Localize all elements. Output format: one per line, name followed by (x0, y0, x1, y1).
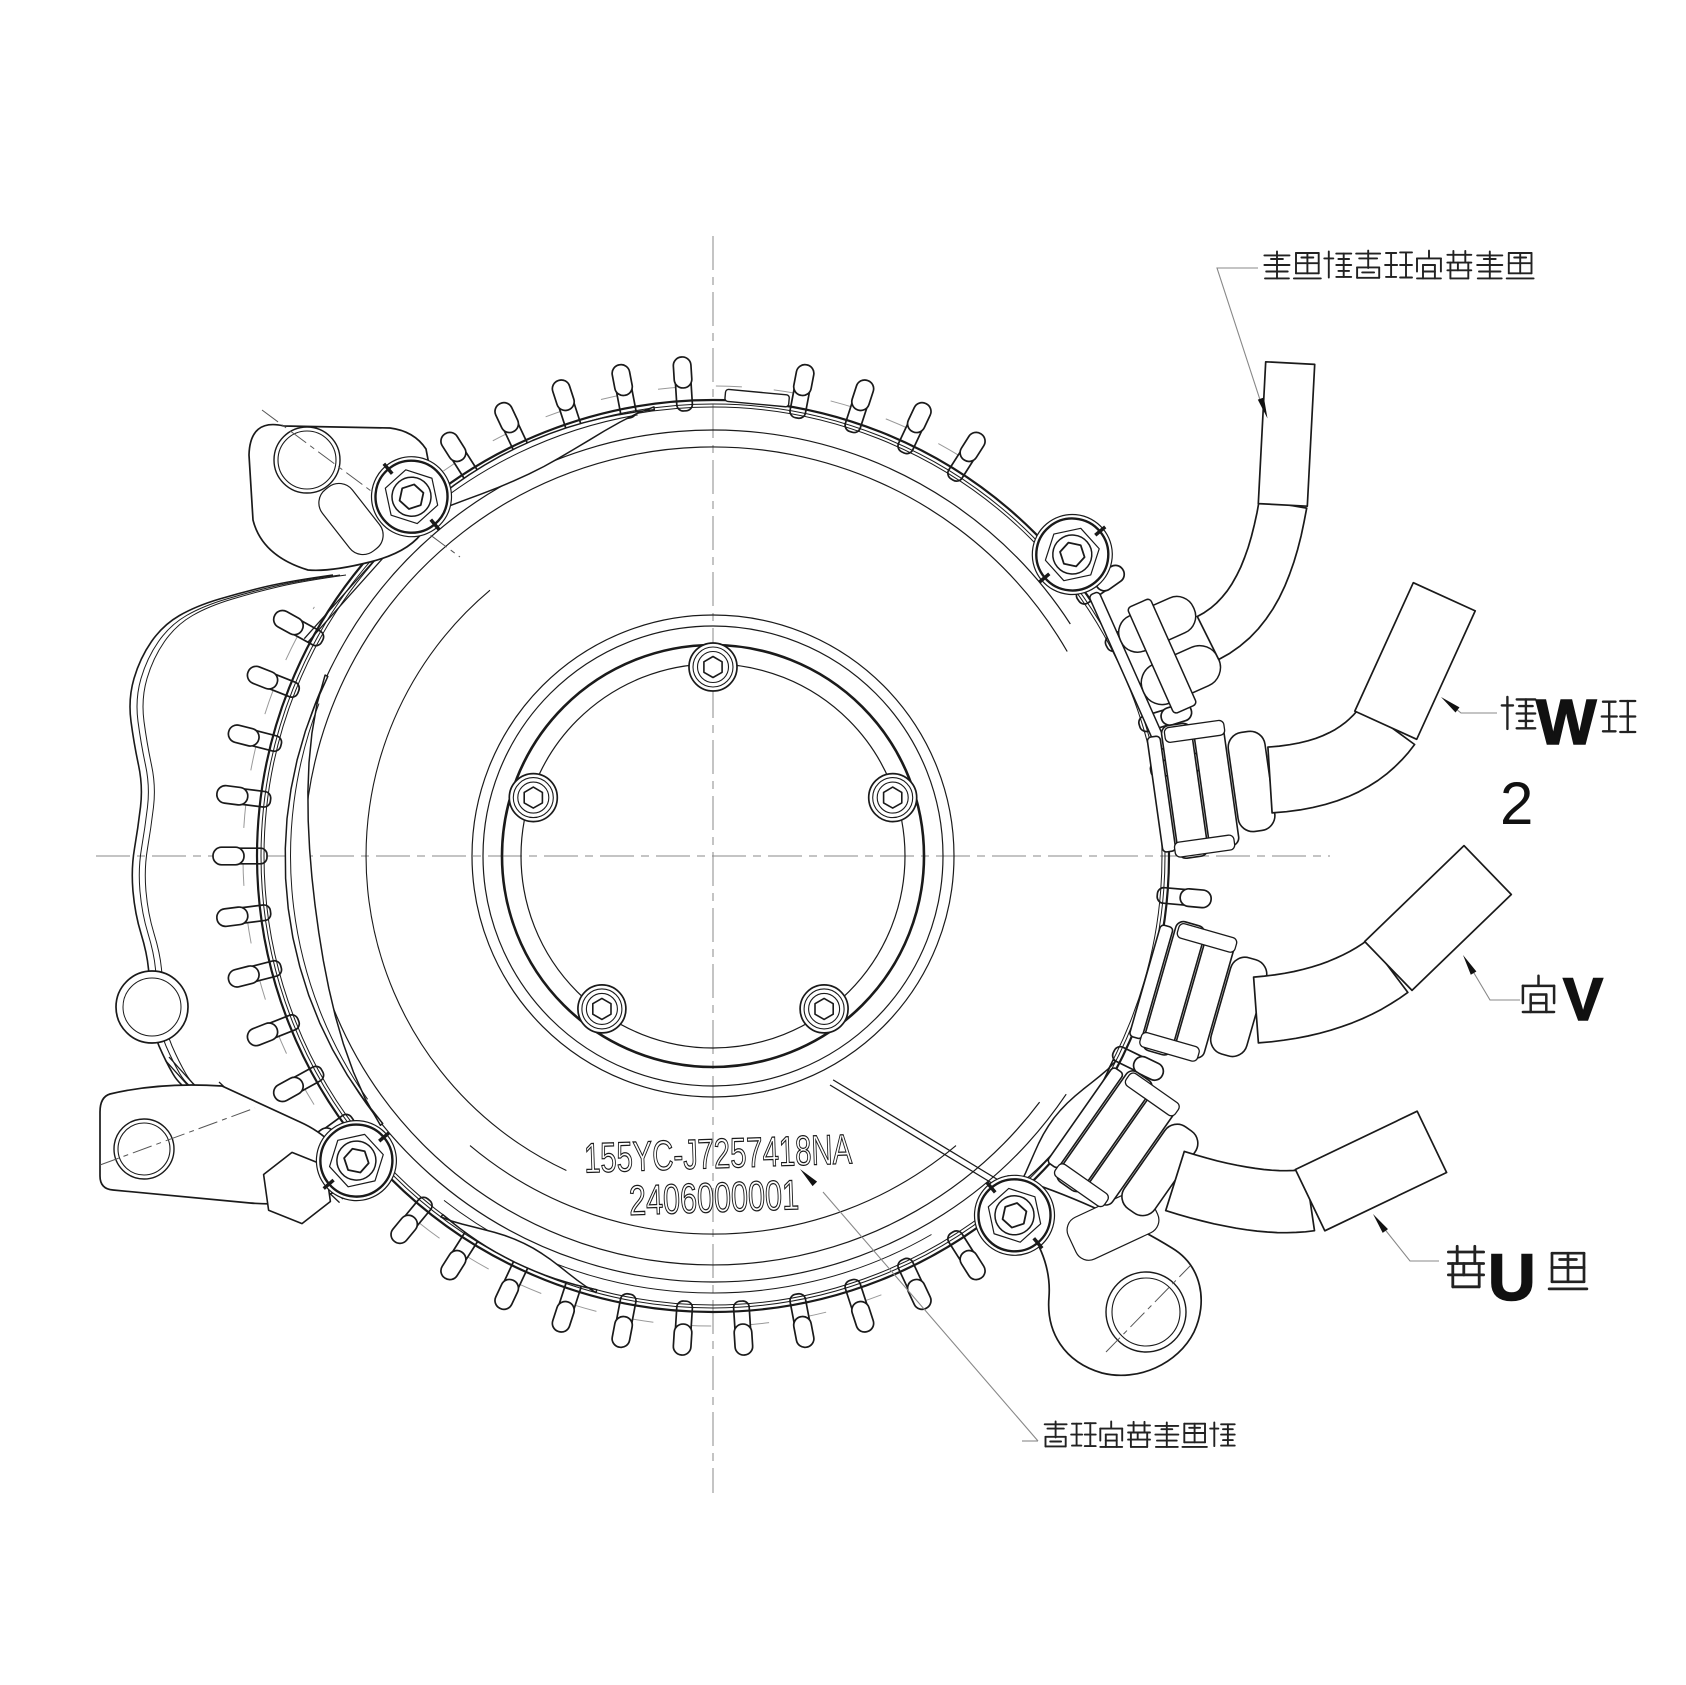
svg-text:U: U (1488, 1240, 1536, 1314)
svg-text:2406000001: 2406000001 (628, 1171, 800, 1224)
svg-text:155YC-J7257418NA: 155YC-J7257418NA (583, 1125, 852, 1181)
svg-text:2: 2 (1500, 770, 1533, 837)
svg-text:V: V (1563, 966, 1603, 1033)
svg-text:W: W (1536, 686, 1597, 758)
